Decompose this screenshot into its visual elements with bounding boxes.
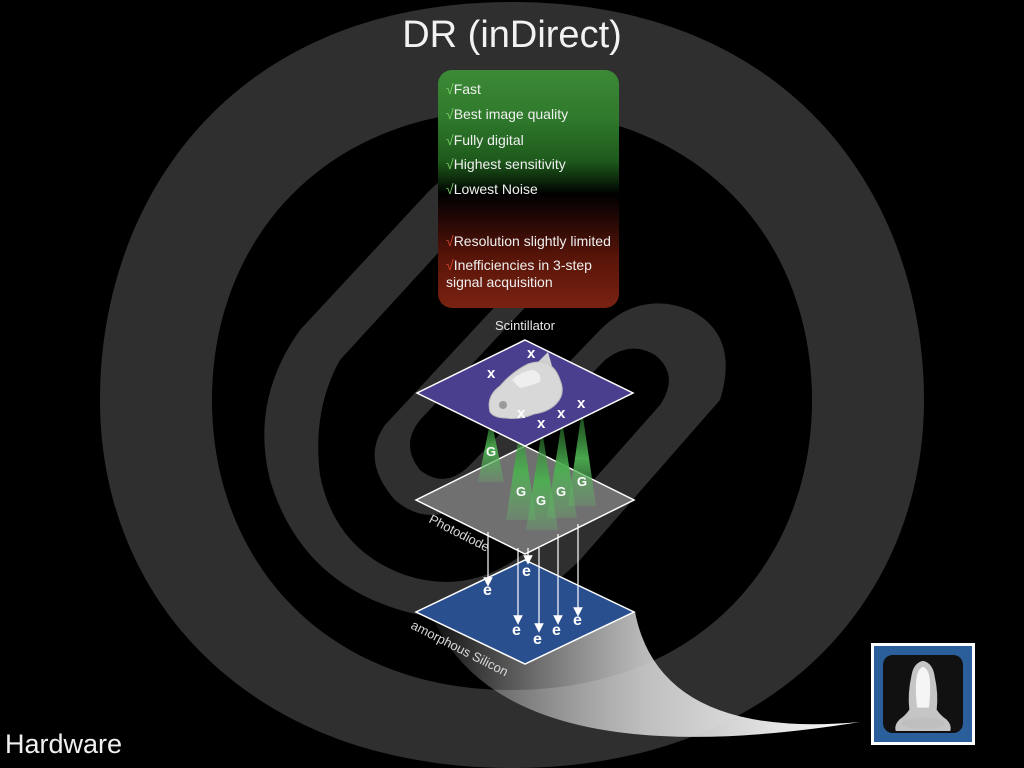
dog-head-specimen bbox=[488, 352, 563, 419]
disadvantage-item: √Inefficiencies in 3-step signal acquisi… bbox=[446, 257, 592, 290]
xray-marker: x bbox=[577, 395, 586, 412]
check-icon: √ bbox=[446, 106, 454, 122]
check-icon: √ bbox=[446, 181, 454, 197]
light-marker: G bbox=[486, 444, 496, 459]
advantage-item: √Lowest Noise bbox=[446, 181, 538, 197]
advantage-item: √Fast bbox=[446, 81, 481, 97]
section-label: Hardware bbox=[5, 729, 123, 759]
light-marker: G bbox=[577, 474, 587, 489]
light-marker: G bbox=[556, 484, 566, 499]
pros-cons-box: √Fast √Best image quality √Fully digital… bbox=[438, 70, 619, 308]
silicon-layer bbox=[414, 559, 636, 665]
xray-thumbnail-frame bbox=[874, 646, 972, 742]
check-icon: √ bbox=[446, 156, 454, 172]
light-cone bbox=[478, 418, 504, 482]
electron-marker: e bbox=[552, 622, 561, 639]
xray-marker: x bbox=[557, 405, 566, 422]
check-icon: √ bbox=[446, 132, 454, 148]
disadvantage-item: √Resolution slightly limited bbox=[446, 233, 611, 249]
advantage-item: √Fully digital bbox=[446, 132, 524, 148]
slide-title: DR (inDirect) bbox=[402, 14, 622, 56]
advantage-item: √Highest sensitivity bbox=[446, 156, 566, 172]
light-marker: G bbox=[536, 493, 546, 508]
electron-marker: e bbox=[573, 612, 582, 629]
electron-marker: e bbox=[533, 631, 542, 648]
check-icon: √ bbox=[446, 81, 454, 97]
light-cone bbox=[547, 420, 577, 518]
xray-marker: x bbox=[537, 415, 546, 432]
electron-marker: e bbox=[512, 622, 521, 639]
check-icon: √ bbox=[446, 233, 454, 249]
xray-marker: x bbox=[487, 365, 496, 382]
light-cone bbox=[568, 410, 596, 506]
electron-marker: e bbox=[522, 563, 531, 580]
xray-marker: x bbox=[517, 405, 526, 422]
scintillator-label: Scintillator bbox=[495, 318, 556, 333]
advantage-item: √Best image quality bbox=[446, 106, 569, 122]
xray-thumbnail bbox=[871, 643, 975, 745]
xray-image bbox=[883, 655, 963, 733]
check-icon: √ bbox=[446, 257, 454, 273]
electron-marker: e bbox=[483, 582, 492, 599]
light-cone bbox=[506, 422, 536, 520]
xray-marker: x bbox=[527, 345, 536, 362]
light-marker: G bbox=[516, 484, 526, 499]
